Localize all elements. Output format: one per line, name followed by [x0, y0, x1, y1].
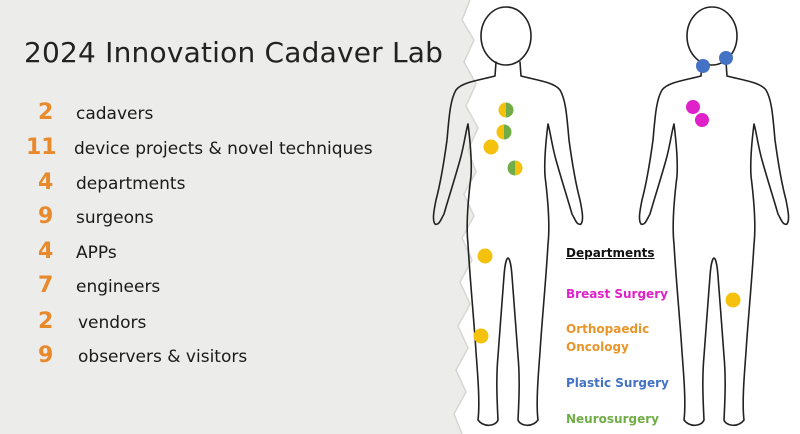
stats-panel: [0, 0, 470, 434]
stat-row-observers: 9 observers & visitors: [0, 343, 420, 377]
legend-item-breast-surgery: Breast Surgery: [566, 285, 668, 303]
legend-label: Neurosurgery: [566, 412, 659, 426]
ortho-neuro-marker: [507, 160, 523, 176]
ortho-neuro-marker: [498, 102, 514, 118]
ortho-oncology-marker: [477, 248, 493, 264]
stat-number: 9: [38, 343, 54, 368]
page-title: 2024 Innovation Cadaver Lab: [24, 36, 444, 69]
breast-surgery-marker: [686, 100, 700, 114]
torn-paper-edge: [418, 0, 479, 434]
plastic-surgery-marker: [719, 51, 733, 65]
stat-row-cadavers: 2 cadavers: [0, 100, 420, 134]
diagram-panel: [430, 0, 800, 434]
ortho-oncology-marker: [483, 139, 499, 155]
back-procedure-markers: [686, 51, 741, 308]
stat-number: 2: [38, 309, 54, 334]
ortho-oncology-marker: [725, 292, 741, 308]
ortho-neuro-marker: [496, 124, 512, 140]
stat-row-device-projects: 11 device projects & novel techniques: [0, 135, 420, 169]
stat-label: cadavers: [76, 104, 154, 124]
breast-surgery-marker: [695, 113, 709, 127]
legend-title: Departments: [566, 246, 655, 260]
legend-label-line1: Orthopaedic: [566, 322, 650, 336]
back-body-figure: [638, 6, 790, 427]
stat-label: vendors: [78, 313, 147, 333]
stat-number: 4: [38, 239, 54, 264]
stat-row-apps: 4 APPs: [0, 239, 420, 273]
stat-number: 11: [26, 135, 57, 160]
legend-item-orthopaedic-oncology: Orthopaedic Oncology: [566, 320, 649, 356]
stat-row-surgeons: 9 surgeons: [0, 204, 420, 238]
stat-row-vendors: 2 vendors: [0, 309, 420, 343]
legend-label: Plastic Surgery: [566, 376, 669, 390]
legend-label: Breast Surgery: [566, 287, 668, 301]
stat-label: device projects & novel techniques: [74, 139, 373, 159]
front-procedure-markers: [473, 102, 523, 344]
stat-label: departments: [76, 174, 186, 194]
stat-label: engineers: [76, 277, 161, 297]
stat-number: 9: [38, 204, 54, 229]
ortho-oncology-marker: [473, 328, 489, 344]
stat-number: 2: [38, 100, 54, 125]
stat-label: surgeons: [76, 208, 154, 228]
legend-item-neurosurgery: Neurosurgery: [566, 410, 659, 428]
plastic-surgery-marker: [696, 59, 710, 73]
stat-number: 4: [38, 170, 54, 195]
stat-row-departments: 4 departments: [0, 170, 420, 204]
front-body-figure: [432, 6, 584, 427]
body-diagram: [432, 6, 790, 427]
stat-number: 7: [38, 273, 54, 298]
stat-label: observers & visitors: [78, 347, 248, 367]
stat-row-engineers: 7 engineers: [0, 273, 420, 307]
stat-label: APPs: [76, 243, 117, 263]
legend-item-plastic-surgery: Plastic Surgery: [566, 374, 669, 392]
legend-label-line2: Oncology: [566, 340, 629, 354]
